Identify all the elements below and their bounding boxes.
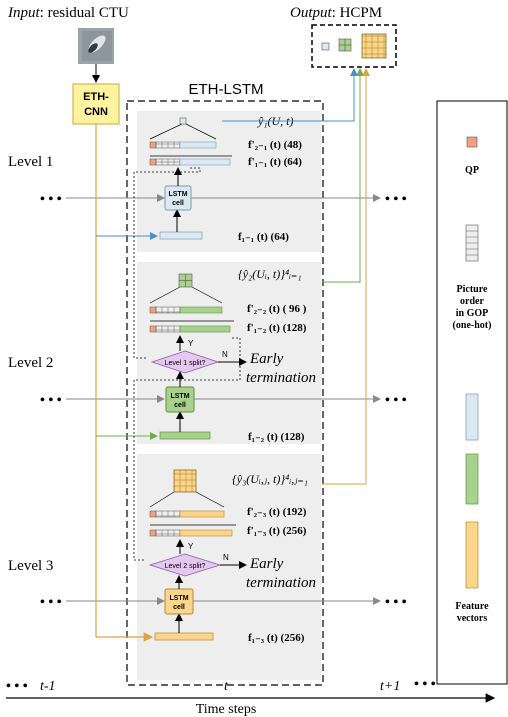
level3-decision-diamond <box>148 553 222 577</box>
time-ellipsis-left: • • • <box>6 679 28 694</box>
level2-input-feature: f₁₋₂ (t) (128) <box>248 431 305 443</box>
level2-feature-a: f'₂₋₂ (t) ( 96 ) <box>247 303 307 315</box>
legend-level2-swatch <box>465 453 479 505</box>
legend-qp-label: QP <box>465 165 479 176</box>
hcpm-level1-icon <box>321 42 330 51</box>
svg-text:LSTM: LSTM <box>168 191 187 198</box>
legend-feature-2: vectors <box>457 613 488 624</box>
level3-label: Level 3 <box>8 558 53 574</box>
svg-text:LSTM: LSTM <box>169 595 188 602</box>
level3-input-feature: f₁₋₃ (t) (256) <box>248 632 305 644</box>
level1-label: Level 1 <box>8 154 53 170</box>
level2-decision-label: Level 1 split? <box>165 360 206 367</box>
level1-feature-a: f'₂₋₁ (t) (48) <box>248 139 302 151</box>
level2-panel <box>137 262 321 444</box>
legend-order-swatch <box>465 224 479 262</box>
level1-input-feature: f₁₋₁ (t) (64) <box>238 231 289 243</box>
level1-feature-a-vector <box>179 141 217 149</box>
svg-text:Y: Y <box>188 339 194 348</box>
legend-order-3: in GOP <box>456 308 489 319</box>
legend-order-4: (one-hot) <box>453 320 492 331</box>
level3-output-icon <box>173 469 197 493</box>
level2-feature-b-vector <box>179 325 231 333</box>
hcpm-level3-icon <box>361 33 387 59</box>
level2-input-vector <box>159 431 211 440</box>
level3-early-1: Early <box>249 556 284 572</box>
level2-feature-a-vector <box>179 306 223 314</box>
legend-level1-swatch <box>465 393 479 441</box>
level3-feature-b-vector <box>179 529 233 537</box>
level2-feature-b: f'₁₋₂ (t) (128) <box>247 322 307 334</box>
legend-order-1: Picture <box>457 284 488 295</box>
svg-text:cell: cell <box>173 604 185 611</box>
level1-input-vector <box>159 231 203 240</box>
svg-text:cell: cell <box>172 200 184 207</box>
legend-feature-1: Feature <box>455 601 489 612</box>
level2-output-formula: {ŷ₂(Uᵢ, t)}⁴ᵢ₌₁ <box>238 267 302 281</box>
legend-panel <box>436 100 508 685</box>
svg-text:cell: cell <box>174 402 186 409</box>
level2-output-icon <box>178 273 193 288</box>
level3-ellipsis-left: • • • <box>40 595 62 610</box>
level1-ellipsis-left: • • • <box>40 192 62 207</box>
level3-early-2: termination <box>246 575 316 591</box>
eth-cnn-label-1: ETH- <box>83 91 109 103</box>
level2-early-1: Early <box>249 351 284 367</box>
hcpm-level2-icon <box>338 38 352 52</box>
svg-text:Y: Y <box>188 542 194 551</box>
level2-ellipsis-right: • • • <box>385 393 407 408</box>
legend-qp-swatch <box>466 136 478 148</box>
eth-cnn-label-2: CNN <box>84 106 108 118</box>
eth-lstm-title: ETH-LSTM <box>189 81 264 98</box>
level3-output-formula: {ŷ₃(Uᵢ,ⱼ, t)}⁴ᵢ,ⱼ₌₁ <box>232 472 308 486</box>
level1-panel <box>137 111 321 252</box>
time-prev: t-1 <box>40 679 56 694</box>
svg-text:N: N <box>223 553 229 562</box>
eth-cnn-box <box>72 83 120 125</box>
output-label: Output: HCPM <box>290 5 382 21</box>
legend-level3-swatch <box>465 521 479 589</box>
time-axis-label: Time steps <box>196 702 257 717</box>
level1-feature-b: f'₁₋₁ (t) (64) <box>248 156 302 168</box>
level2-label: Level 2 <box>8 355 53 371</box>
level3-ellipsis-right: • • • <box>385 595 407 610</box>
level3-feature-a-vector <box>179 510 225 518</box>
level2-decision-diamond <box>150 350 220 374</box>
time-curr: t <box>224 679 229 694</box>
level3-input-vector <box>154 632 214 641</box>
level1-output-icon <box>179 117 187 125</box>
level3-feature-a: f'₂₋₃ (t) (192) <box>247 506 307 518</box>
svg-text:LSTM: LSTM <box>170 393 189 400</box>
level2-early-2: termination <box>246 370 316 386</box>
input-label: Input: residual CTU <box>7 5 129 21</box>
time-next: t+1 <box>380 679 400 694</box>
residual-ctu-image <box>78 28 114 64</box>
legend-order-2: order <box>460 296 484 307</box>
level1-feature-b-vector <box>179 158 231 166</box>
level3-decision-label: Level 2 split? <box>165 563 206 570</box>
svg-text:N: N <box>222 350 228 359</box>
level3-feature-b: f'₁₋₃ (t) (256) <box>247 525 307 537</box>
level2-ellipsis-left: • • • <box>40 393 62 408</box>
time-ellipsis-right: • • • <box>414 677 436 692</box>
level1-ellipsis-right: • • • <box>385 192 407 207</box>
